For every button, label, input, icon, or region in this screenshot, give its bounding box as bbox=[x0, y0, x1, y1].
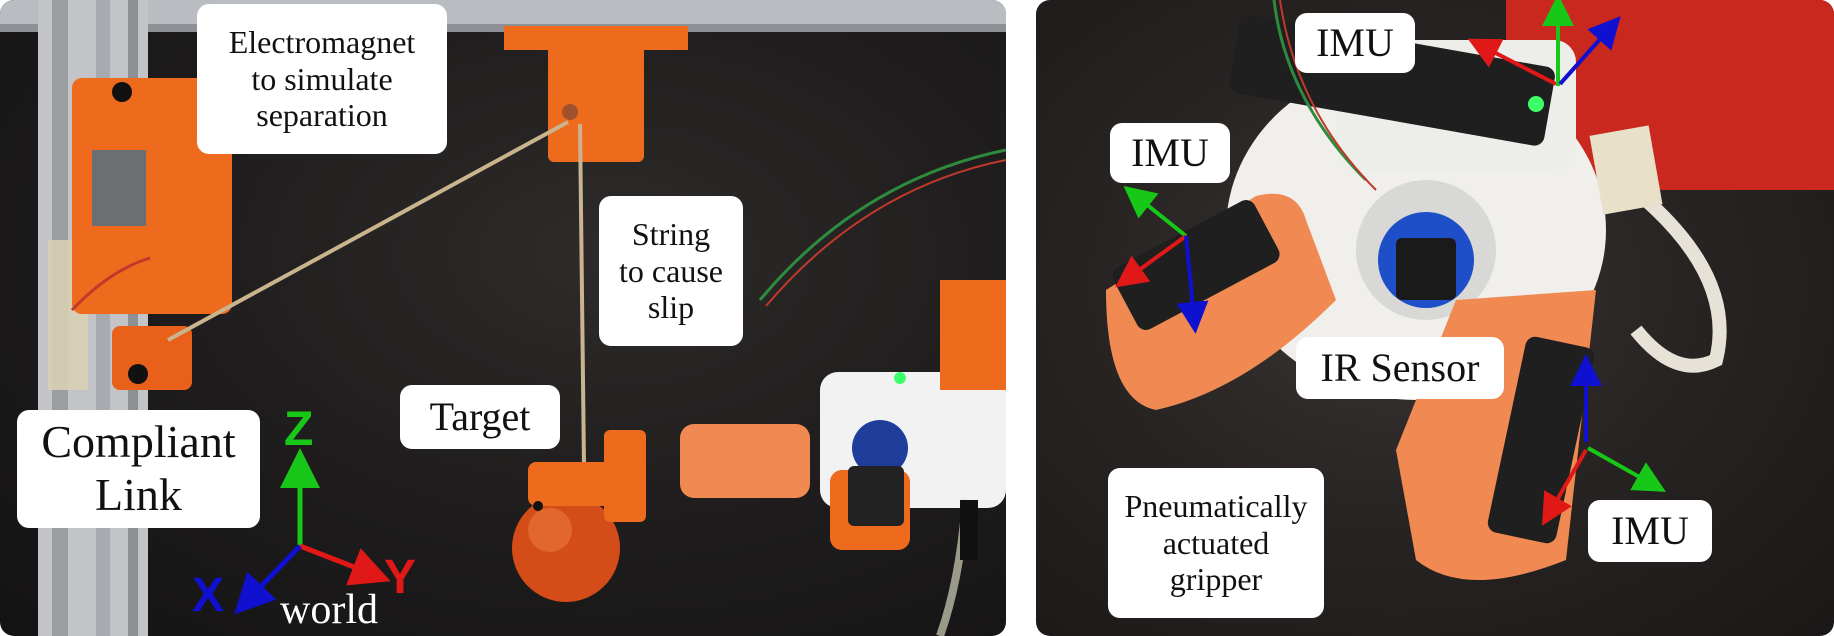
ir-sensor-label: IR Sensor bbox=[1296, 337, 1504, 399]
string-label: String to cause slip bbox=[599, 196, 743, 346]
compliant-link-label: Compliant Link bbox=[17, 410, 260, 528]
right-scene-illustration bbox=[1106, 0, 1834, 580]
imu-left-label: IMU bbox=[1110, 123, 1230, 183]
left-photo-panel: Electromagnet to simulate separation Str… bbox=[0, 0, 1006, 636]
imu-left-z-arrow bbox=[1123, 186, 1188, 238]
gripper-label: Pneumatically actuated gripper bbox=[1108, 468, 1324, 618]
right-photo-panel: IMU IMU IR Sensor IMU Pneumatically actu… bbox=[1036, 0, 1834, 636]
imu-top-label: IMU bbox=[1295, 13, 1415, 73]
left-scene-illustration bbox=[0, 0, 1006, 636]
target-label: Target bbox=[400, 385, 560, 449]
electromagnet-label: Electromagnet to simulate separation bbox=[197, 4, 447, 154]
imu-bottom-label: IMU bbox=[1588, 500, 1712, 562]
world-x-arrow bbox=[234, 544, 302, 615]
world-x-label: X bbox=[192, 569, 225, 622]
world-z-label: Z bbox=[284, 403, 314, 456]
world-y-arrow bbox=[299, 543, 391, 586]
imu-left-x-arrow bbox=[1176, 235, 1209, 334]
imu-bottom-y-arrow bbox=[1541, 448, 1588, 526]
world-caption: world bbox=[280, 587, 378, 633]
imu-top-x-arrow bbox=[1558, 16, 1621, 86]
world-y-label: Y bbox=[384, 551, 417, 604]
imu-left-y-arrow bbox=[1115, 234, 1188, 288]
imu-top-y-arrow bbox=[1467, 38, 1557, 86]
world-axes-diagram bbox=[234, 448, 391, 615]
imu-bottom-x-arrow bbox=[1587, 446, 1666, 492]
